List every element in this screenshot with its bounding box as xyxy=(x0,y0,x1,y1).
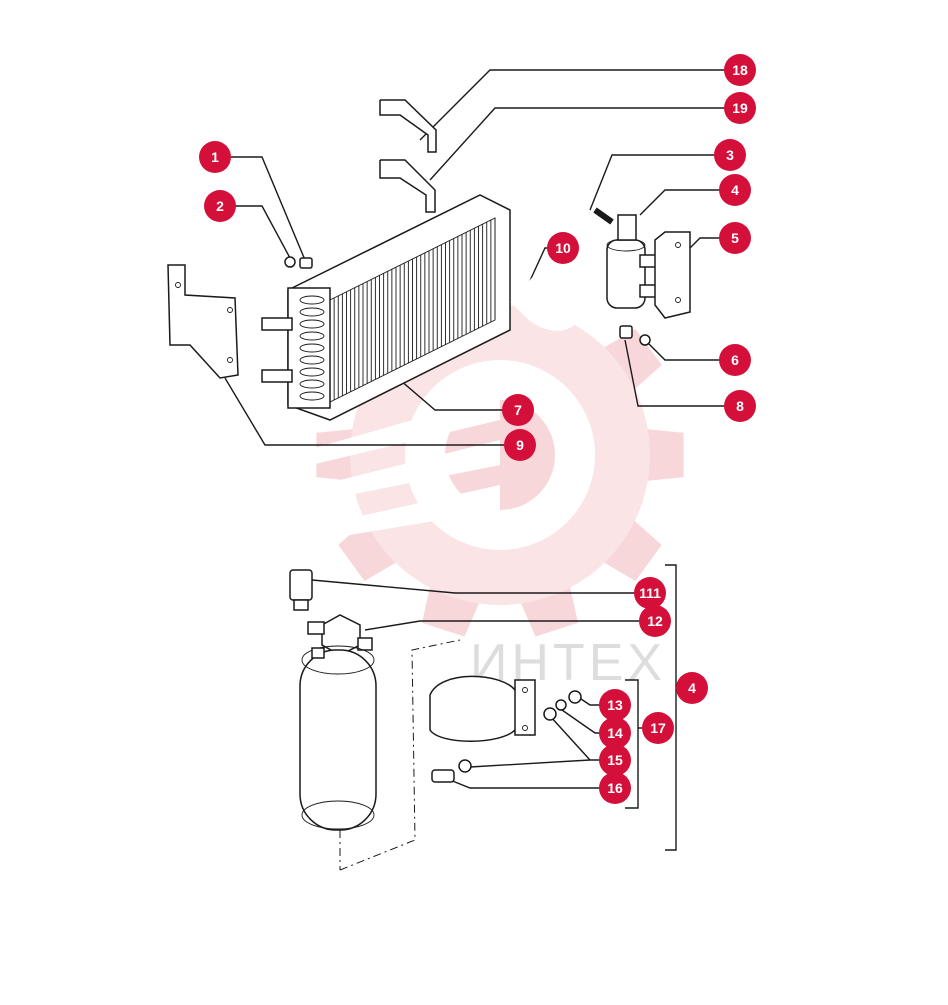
callout-number: 6 xyxy=(731,352,739,368)
phantom-lines xyxy=(339,639,461,871)
screw-1 xyxy=(299,257,313,269)
callout-circle xyxy=(639,605,671,637)
bolt-8 xyxy=(619,325,633,339)
callout-circle xyxy=(676,672,708,704)
callout-c10: 10 xyxy=(547,232,579,264)
callout-circle xyxy=(724,390,756,422)
pressure-switch-111 xyxy=(289,569,313,611)
callout-c4b: 4 xyxy=(676,672,708,704)
callout-number: 4 xyxy=(688,680,696,696)
callout-c8: 8 xyxy=(724,390,756,422)
callout-circle xyxy=(719,344,751,376)
callout-circle xyxy=(502,394,534,426)
washer-15b xyxy=(458,759,472,773)
callout-number: 10 xyxy=(555,240,571,256)
callout-number: 111 xyxy=(639,585,661,601)
callout-number: 14 xyxy=(607,725,623,741)
bolt-16 xyxy=(431,769,455,783)
receiver-drier-top xyxy=(606,214,659,309)
callout-number: 9 xyxy=(516,437,524,453)
callout-circle xyxy=(547,232,579,264)
receiver-drier-cylinder xyxy=(299,645,377,831)
callout-number: 7 xyxy=(514,402,522,418)
callout-circle xyxy=(724,54,756,86)
callout-number: 13 xyxy=(607,697,623,713)
callout-number: 18 xyxy=(732,62,748,78)
leader-lines xyxy=(215,69,740,851)
callout-number: 4 xyxy=(731,182,739,198)
callout-c16: 16 xyxy=(599,772,631,804)
callout-c3: 3 xyxy=(714,139,746,171)
washer-15 xyxy=(543,707,557,721)
callout-c19: 19 xyxy=(724,92,756,124)
nut-2 xyxy=(284,256,296,268)
callout-circle xyxy=(724,92,756,124)
callout-circle xyxy=(634,577,666,609)
bracket-18 xyxy=(379,99,437,153)
callout-c18: 18 xyxy=(724,54,756,86)
callout-c1: 1 xyxy=(199,141,231,173)
callout-c15: 15 xyxy=(599,744,631,776)
washer-14 xyxy=(555,699,567,711)
callout-circle xyxy=(204,190,236,222)
hose-10 xyxy=(510,214,590,331)
callout-circle xyxy=(719,222,751,254)
callout-number: 12 xyxy=(647,613,663,629)
callout-c12: 12 xyxy=(639,605,671,637)
bracket-19 xyxy=(379,159,436,213)
callout-number: 19 xyxy=(732,100,748,116)
callout-c6: 6 xyxy=(719,344,751,376)
callout-circle xyxy=(719,174,751,206)
callout-c17: 17 xyxy=(642,712,674,744)
callout-number: 17 xyxy=(650,720,666,736)
callout-number: 8 xyxy=(736,398,744,414)
side-plate-9 xyxy=(167,264,239,379)
callout-number: 5 xyxy=(731,230,739,246)
callout-c7: 7 xyxy=(502,394,534,426)
callout-circle xyxy=(714,139,746,171)
callout-circle xyxy=(599,744,631,776)
nut-6 xyxy=(639,334,651,346)
callout-c5: 5 xyxy=(719,222,751,254)
bracket-5 xyxy=(654,231,691,319)
callout-circle xyxy=(642,712,674,744)
callout-c111: 111 xyxy=(634,577,666,609)
callout-circle xyxy=(599,717,631,749)
callout-c14: 14 xyxy=(599,717,631,749)
clamp-band xyxy=(429,675,536,742)
callout-number: 16 xyxy=(607,780,623,796)
callout-c4a: 4 xyxy=(719,174,751,206)
condenser xyxy=(261,194,511,421)
callout-c2: 2 xyxy=(204,190,236,222)
callout-number: 3 xyxy=(726,147,734,163)
hose-3 xyxy=(593,207,614,225)
nut-13 xyxy=(568,690,582,704)
callout-number: 2 xyxy=(216,198,224,214)
callout-circle xyxy=(599,772,631,804)
fitting-12 xyxy=(307,614,373,656)
callout-c9: 9 xyxy=(504,429,536,461)
callout-circle xyxy=(199,141,231,173)
callout-c13: 13 xyxy=(599,689,631,721)
callout-circle xyxy=(599,689,631,721)
callout-circle xyxy=(504,429,536,461)
callout-number: 15 xyxy=(607,752,623,768)
callout-number: 1 xyxy=(211,149,219,165)
